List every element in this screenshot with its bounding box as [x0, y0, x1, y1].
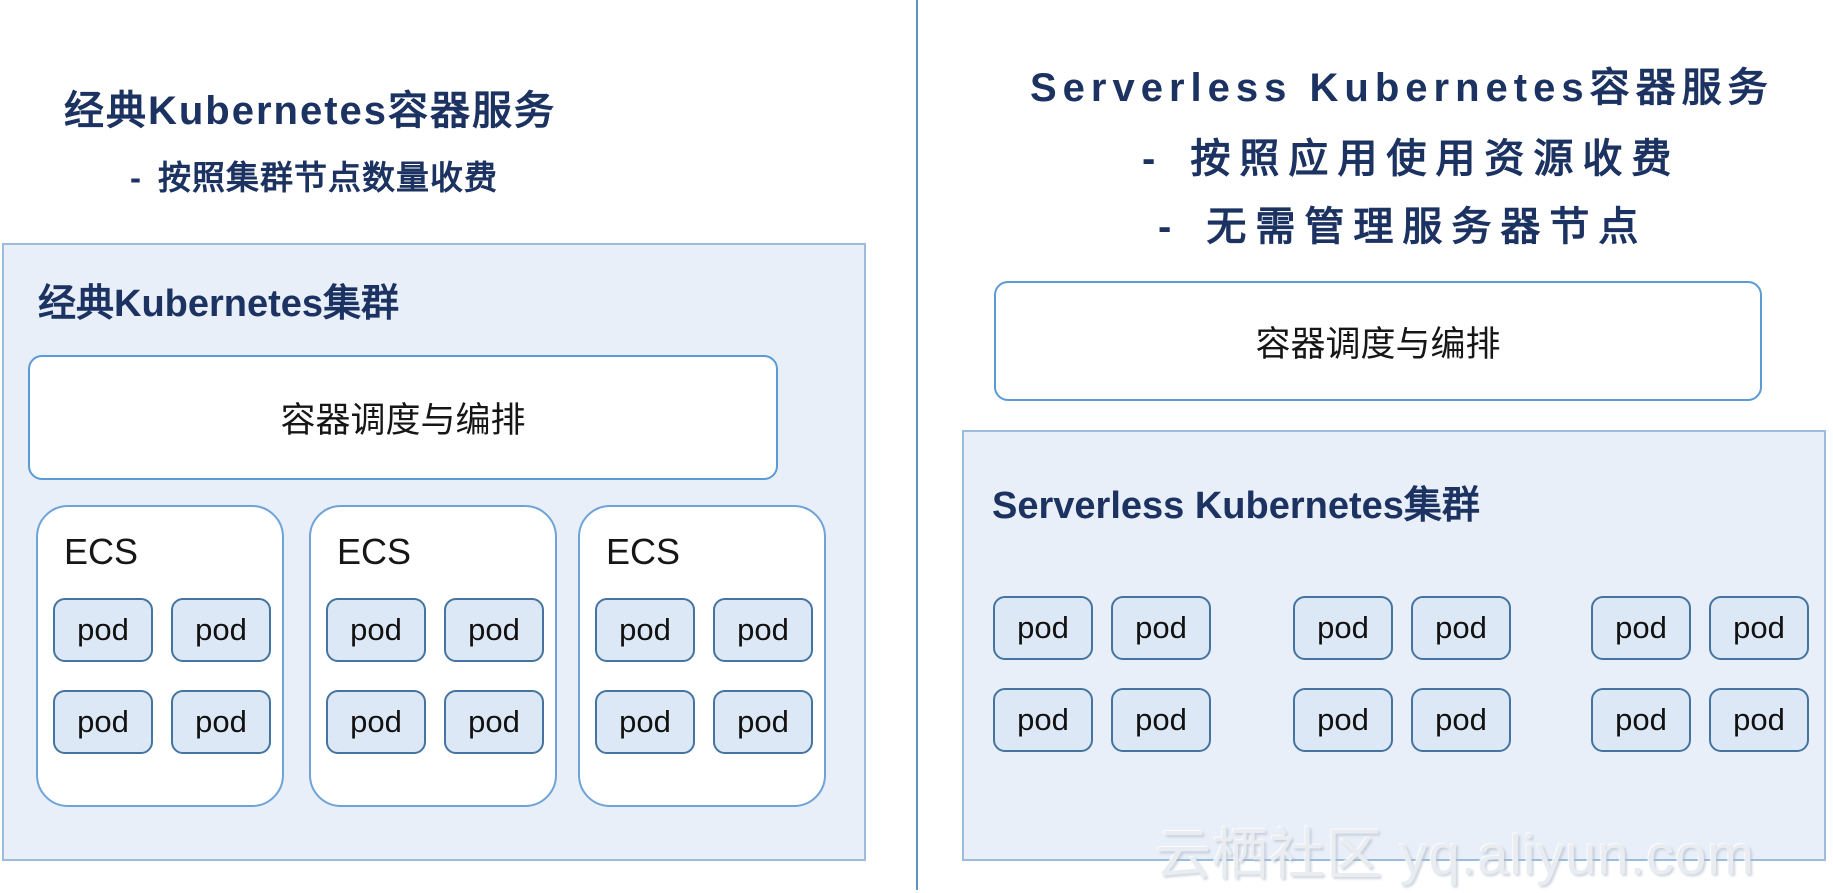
ecs-node-card: ECS pod pod pod pod: [578, 505, 826, 807]
pod-box: pod: [1411, 688, 1511, 752]
pod-box: pod: [1111, 688, 1211, 752]
bullet-dash: -: [130, 159, 142, 196]
site-watermark: 云栖社区 yq.aliyun.com: [1155, 823, 1755, 886]
pod-box: pod: [595, 598, 695, 662]
pod-group: pod pod pod pod: [1591, 596, 1809, 752]
pod-box: pod: [993, 596, 1093, 660]
left-scheduler-label: 容器调度与编排: [280, 401, 526, 440]
pod-box: pod: [444, 598, 544, 662]
left-panel-bullet: - 按照集群节点数量收费: [130, 158, 498, 198]
right-scheduler-box: 容器调度与编排: [994, 281, 1762, 401]
right-scheduler-label: 容器调度与编排: [1255, 324, 1501, 364]
bullet-text: 按照应用使用资源收费: [1190, 137, 1681, 181]
pod-box: pod: [444, 690, 544, 754]
pod-box: pod: [993, 688, 1093, 752]
bullet-text: 按照集群节点数量收费: [158, 159, 498, 196]
pod-box: pod: [1411, 596, 1511, 660]
pod-box: pod: [171, 598, 271, 662]
bullet-dash: -: [1142, 137, 1165, 181]
pod-box: pod: [326, 690, 426, 754]
pod-box: pod: [1591, 688, 1691, 752]
ecs-node-label: ECS: [337, 531, 412, 572]
pod-group: pod pod pod pod: [1293, 596, 1511, 752]
ecs-node-card: ECS pod pod pod pod: [309, 505, 557, 807]
pod-box: pod: [1709, 596, 1809, 660]
serverless-cluster-label: Serverless Kubernetes集群: [992, 485, 1480, 527]
pod-box: pod: [713, 598, 813, 662]
right-panel-bullet: - 按照应用使用资源收费: [1142, 136, 1680, 182]
pod-box: pod: [1293, 596, 1393, 660]
bullet-dash: -: [1158, 205, 1181, 249]
pod-box: pod: [1591, 596, 1691, 660]
bullet-text: 无需管理服务器节点: [1206, 205, 1648, 249]
pod-box: pod: [53, 690, 153, 754]
ecs-node-label: ECS: [64, 531, 139, 572]
classic-cluster-label: 经典Kubernetes集群: [38, 283, 400, 325]
ecs-node-label: ECS: [606, 531, 681, 572]
right-panel-title: Serverless Kubernetes容器服务: [1030, 66, 1774, 110]
pod-group: pod pod pod pod: [993, 596, 1211, 752]
left-panel-title: 经典Kubernetes容器服务: [63, 89, 557, 133]
pod-box: pod: [171, 690, 271, 754]
pod-box: pod: [1111, 596, 1211, 660]
pod-box: pod: [53, 598, 153, 662]
pod-box: pod: [713, 690, 813, 754]
left-scheduler-box: 容器调度与编排: [28, 355, 778, 480]
ecs-node-card: ECS pod pod pod pod: [36, 505, 284, 807]
pod-box: pod: [595, 690, 695, 754]
panel-divider-line: [916, 0, 918, 890]
pod-box: pod: [326, 598, 426, 662]
pod-box: pod: [1709, 688, 1809, 752]
right-panel-bullet: - 无需管理服务器节点: [1158, 204, 1647, 250]
pod-box: pod: [1293, 688, 1393, 752]
